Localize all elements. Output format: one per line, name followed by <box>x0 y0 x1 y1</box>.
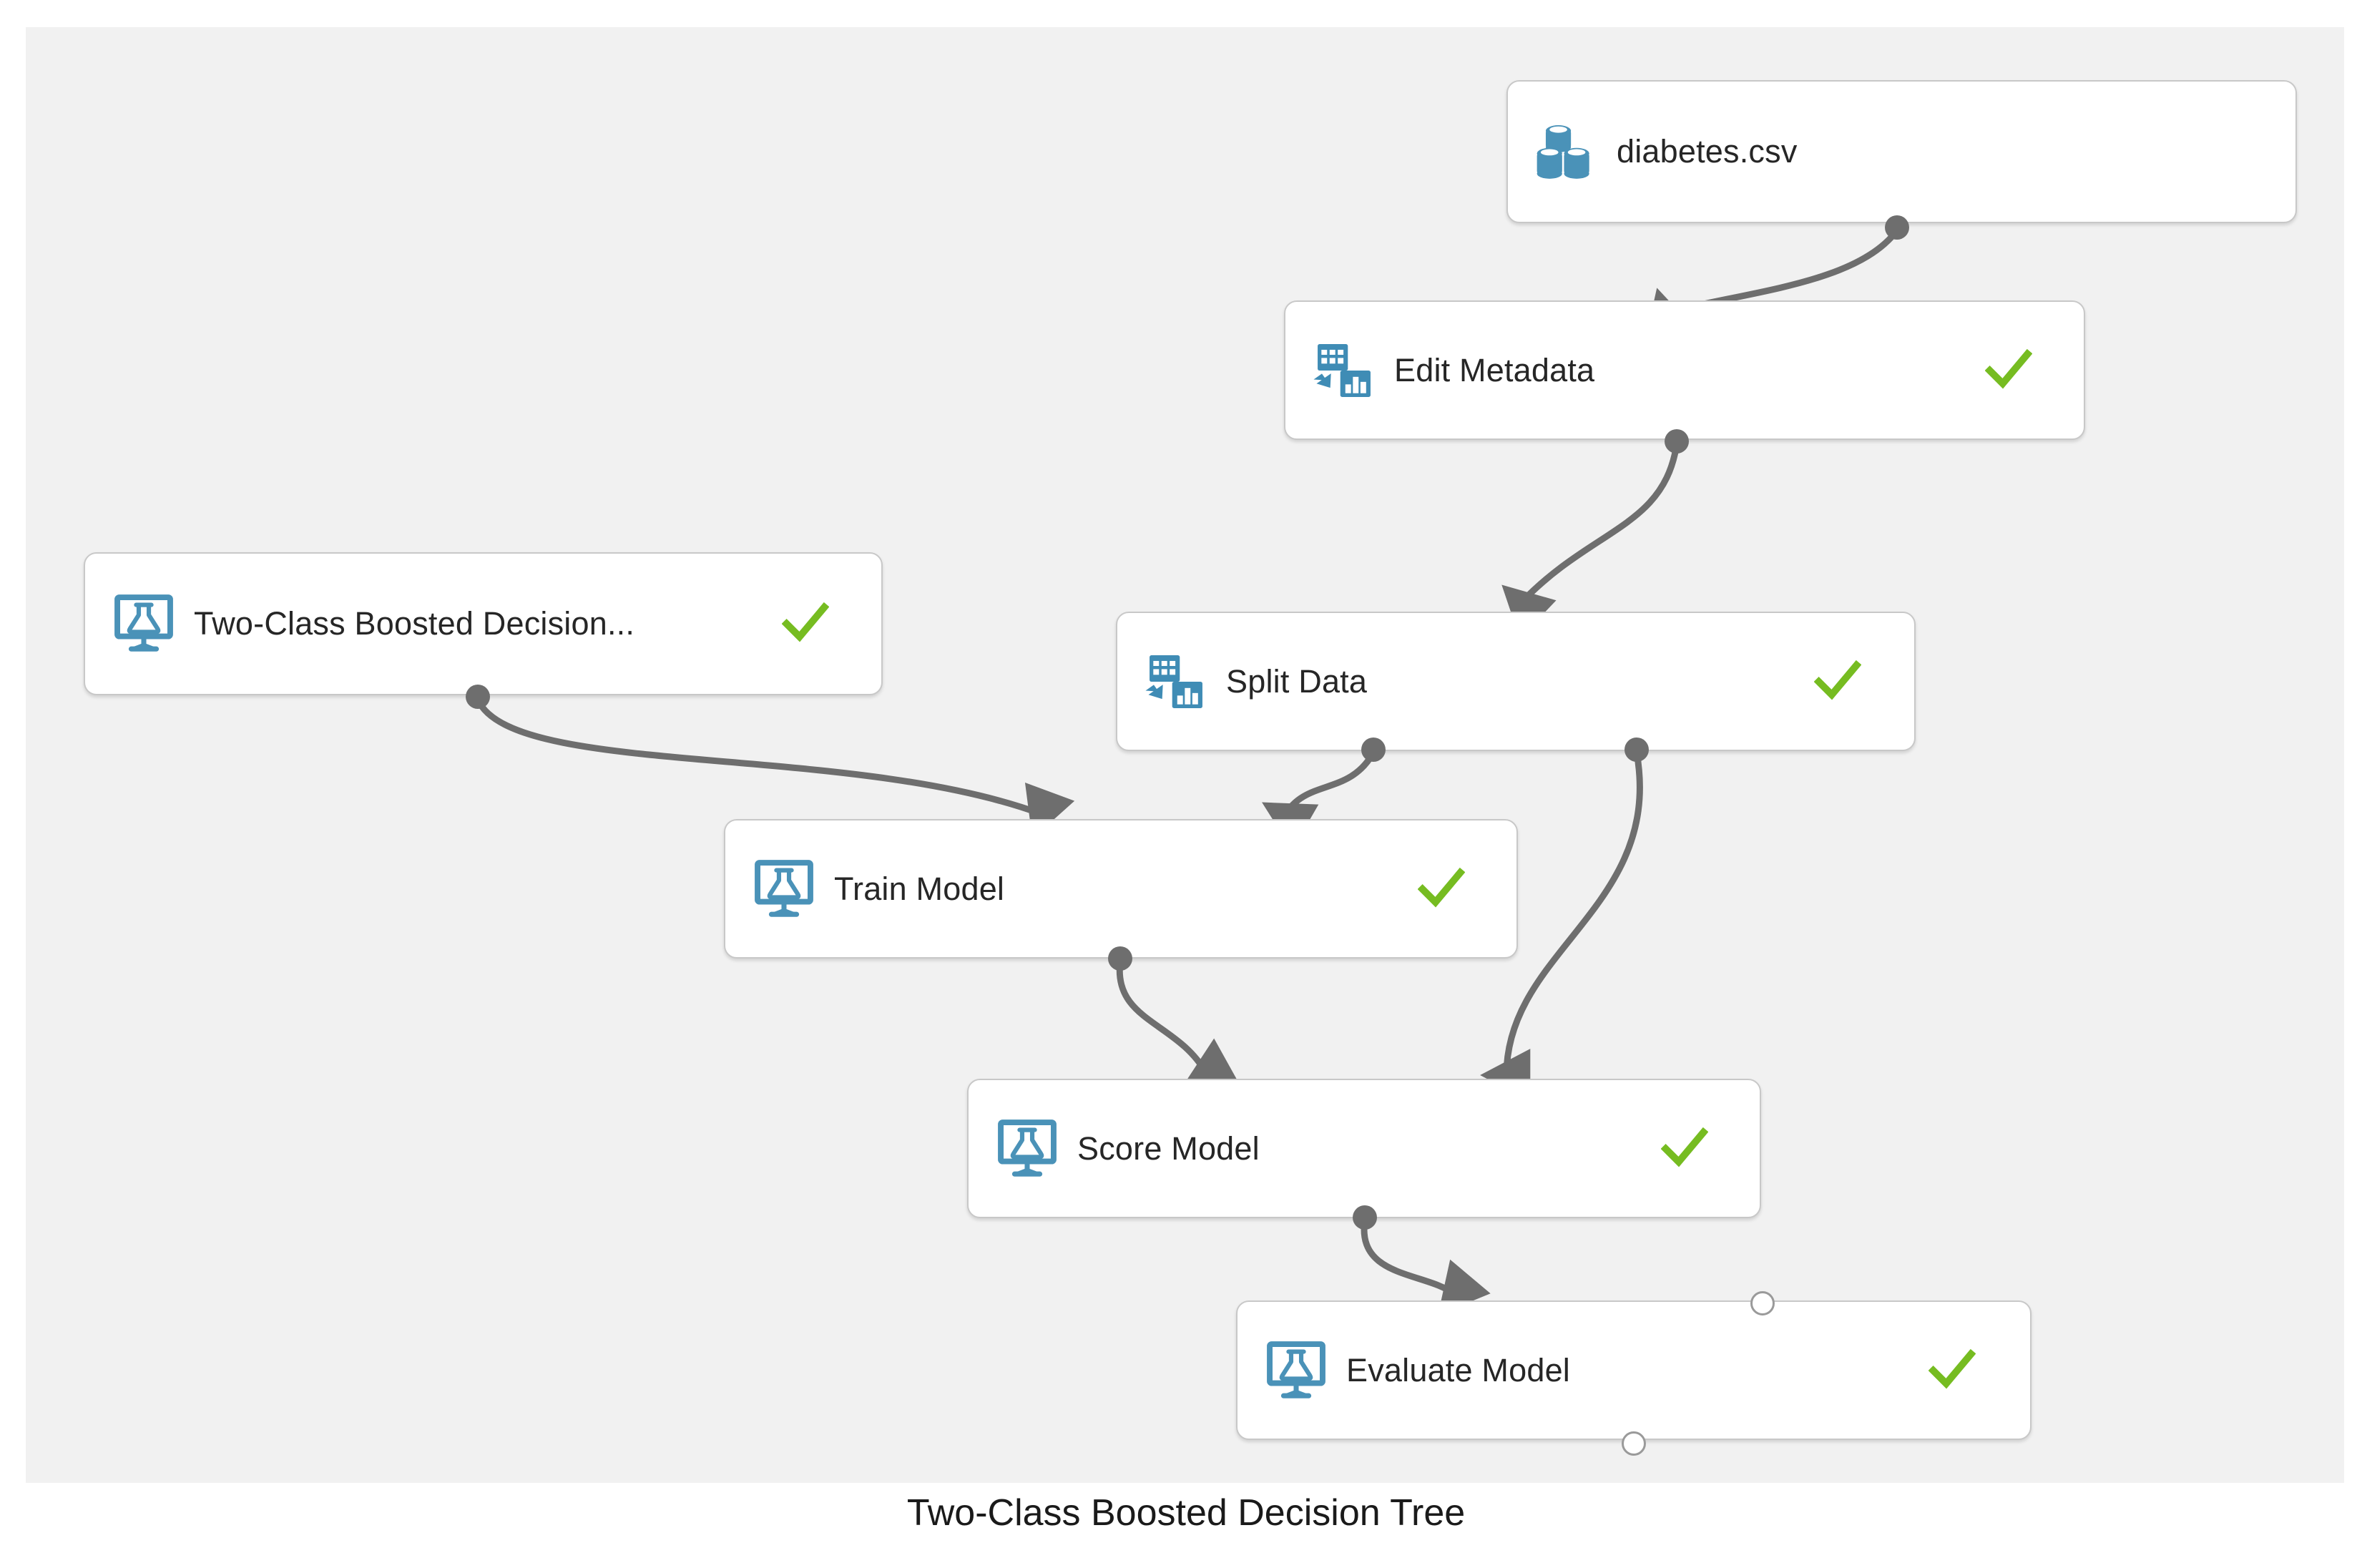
status-check-icon <box>1660 1125 1709 1172</box>
port-evaluate-model-input-right[interactable] <box>1750 1291 1775 1315</box>
model-flask-icon <box>112 592 175 655</box>
port-score-model-output[interactable] <box>1353 1205 1377 1230</box>
port-algorithm-output[interactable] <box>466 685 490 709</box>
page-title: Two-Class Boosted Decision Tree <box>906 1492 1466 1534</box>
node-evaluate-model[interactable]: Evaluate Model <box>1236 1300 2032 1440</box>
edit-metadata-icon <box>1313 339 1376 402</box>
port-split-data-output-right[interactable] <box>1624 738 1649 762</box>
model-flask-icon <box>996 1117 1059 1180</box>
status-check-icon <box>781 600 830 647</box>
node-label: Train Model <box>834 870 1005 907</box>
status-check-icon <box>1928 1347 1976 1394</box>
node-label: Split Data <box>1226 662 1368 700</box>
status-check-icon <box>1813 658 1862 705</box>
edge-algorithm-to-train-model <box>474 698 1075 839</box>
edit-metadata-icon <box>1145 650 1207 713</box>
port-edit-metadata-output[interactable] <box>1665 429 1689 454</box>
node-label: diabetes.csv <box>1617 133 1798 170</box>
node-label: Two-Class Boosted Decision... <box>194 605 635 642</box>
node-edit-metadata[interactable]: Edit Metadata <box>1284 300 2085 440</box>
node-label: Edit Metadata <box>1394 351 1595 388</box>
status-check-icon <box>1984 347 2033 394</box>
port-split-data-output-left[interactable] <box>1361 738 1386 762</box>
node-score-model[interactable]: Score Model <box>967 1079 1761 1218</box>
port-evaluate-model-output[interactable] <box>1622 1431 1646 1456</box>
edge-edit-metadata-to-split-data <box>1501 444 1680 639</box>
database-stack-icon <box>1535 120 1598 183</box>
model-flask-icon <box>1265 1339 1328 1402</box>
status-check-icon <box>1417 866 1466 913</box>
port-dataset-output[interactable] <box>1885 215 1909 240</box>
node-label: Score Model <box>1077 1130 1260 1167</box>
node-label: Evaluate Model <box>1346 1351 1570 1388</box>
port-train-model-output[interactable] <box>1108 946 1132 971</box>
edge-split-data-to-score-model <box>1480 752 1643 1102</box>
edge-score-model-to-evaluate-model <box>1361 1220 1491 1315</box>
node-split-data[interactable]: Split Data <box>1116 612 1916 751</box>
edge-layer <box>474 228 1900 1315</box>
model-flask-icon <box>753 858 815 921</box>
pipeline-canvas[interactable]: diabetes.csv <box>26 27 2344 1483</box>
edge-split-data-to-train-model <box>1262 750 1376 851</box>
edge-train-model-to-score-model <box>1116 961 1240 1086</box>
node-dataset[interactable]: diabetes.csv <box>1506 80 2297 223</box>
node-two-class-boosted-decision-tree[interactable]: Two-Class Boosted Decision... <box>84 552 883 695</box>
node-train-model[interactable]: Train Model <box>724 819 1518 959</box>
